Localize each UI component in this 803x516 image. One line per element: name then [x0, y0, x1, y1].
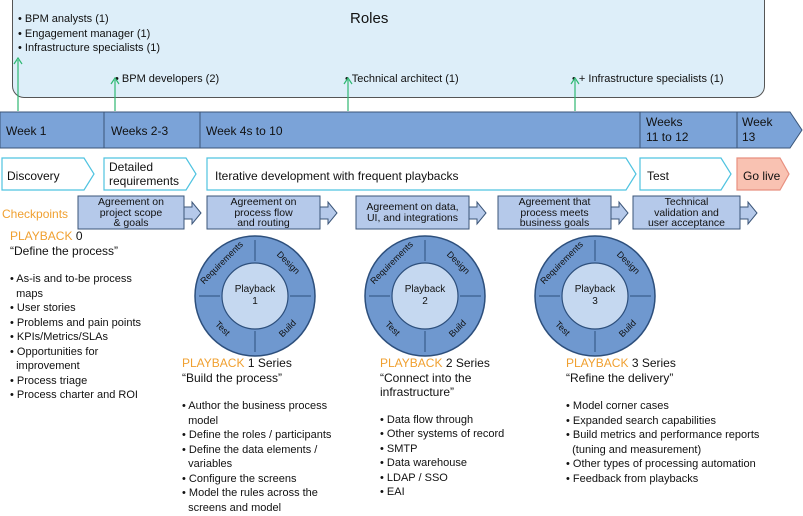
playback-2-block: PLAYBACK 2 Series “Connect into the infr…	[380, 356, 560, 500]
week-13: Week 13	[742, 115, 773, 144]
roles-title: Roles	[350, 10, 389, 27]
playback-bullets: • Model corner cases • Expanded search ca…	[566, 399, 803, 486]
playback-number: 3 Series	[628, 356, 676, 370]
bullet-item: • As-is and to-be process maps	[10, 273, 132, 300]
bullet-item: • Configure the screens	[182, 472, 297, 485]
cycle-center-label: 2	[422, 296, 428, 307]
playback-bullets: • Data flow through • Other systems of re…	[380, 413, 560, 500]
bullet-item: • Define the roles / participants	[182, 429, 332, 441]
bullet-item: • Expanded search capabilities	[566, 414, 716, 427]
checkpoint-boxes	[77, 195, 758, 230]
playback-number: 2 Series	[442, 356, 490, 370]
role-bpm-developers: • BPM developers (2)	[115, 73, 220, 85]
phase-go-live: Go live	[743, 169, 781, 183]
cycle-center-label: Playback	[575, 284, 617, 295]
bullet-item: • Other types of processing automation	[566, 458, 756, 470]
playback-subtitle: “Define the process”	[10, 243, 119, 258]
bullet-item: • EAI	[380, 486, 405, 498]
playback-bullets: • As-is and to-be process maps • User sto…	[10, 272, 180, 403]
role-item: • BPM analysts (1)	[18, 13, 109, 25]
bullet-item: • LDAP / SSO	[380, 471, 448, 484]
bullet-item: • Other systems of record	[380, 428, 505, 440]
role-item: • Infrastructure specialists (1)	[18, 42, 161, 54]
bullet-item: • Problems and pain points	[10, 316, 142, 329]
playback-number: 1 Series	[244, 356, 292, 370]
roles-panel	[12, 0, 765, 98]
playback-subtitle: “Build the process”	[182, 370, 283, 385]
bullet-item: • Data flow through	[380, 413, 474, 426]
checkpoints-label: Checkpoints	[2, 207, 69, 221]
role-technical-architect: • Technical architect (1)	[345, 73, 459, 85]
phase-iterative-development: Iterative development with frequent play…	[215, 169, 459, 183]
playback-bullets: • Author the business process model • Def…	[182, 399, 377, 515]
bullet-item: • Author the business process model	[182, 400, 328, 427]
bullet-item: • Build metrics and performance reports …	[566, 429, 760, 456]
playback-1-block: PLAYBACK 1 Series “Build the process” • …	[182, 356, 377, 515]
cycle-center-label: Playback	[405, 284, 447, 295]
bullet-item: • Model the rules across the screens and…	[182, 487, 318, 514]
role-arrows	[13, 56, 580, 111]
playback-subtitle: “Refine the delivery”	[566, 370, 674, 385]
bullet-item: • Opportunities for improvement	[10, 345, 99, 373]
weeks-2-3: Weeks 2-3	[111, 124, 169, 138]
checkpoint-item: Agreement that process meets business go…	[518, 196, 591, 229]
phase-detailed-requirements: Detailed requirements	[109, 160, 180, 188]
checkpoint-item: Technical validation and user acceptance	[647, 196, 726, 229]
playback-subtitle: “Connect into the infrastructure”	[380, 370, 472, 399]
cycle-center-label: 3	[592, 296, 598, 307]
bullet-item: • SMTP	[380, 442, 418, 455]
playback-0-block: PLAYBACK 0 “Define the process” • As-is …	[10, 229, 180, 403]
cycle-center-label: 1	[252, 296, 258, 307]
bullet-item: • Define the data elements / variables	[182, 443, 318, 471]
bullet-item: • Process triage	[10, 374, 88, 387]
bullet-item: • User stories	[10, 302, 76, 314]
week-bar	[0, 111, 803, 149]
role-infra-specialists: • + Infrastructure specialists (1)	[572, 73, 724, 85]
bullet-item: • Process charter and ROI	[10, 389, 138, 401]
playback-keyword: PLAYBACK	[380, 356, 443, 370]
playback-keyword: PLAYBACK	[10, 229, 73, 243]
bullet-item: • Feedback from playbacks	[566, 472, 699, 485]
weeks-11-12: Weeks 11 to 12	[646, 115, 689, 144]
weeks-4-10: Week 4s to 10	[206, 124, 283, 138]
bullet-item: • Data warehouse	[380, 457, 468, 469]
bullet-item: • Model corner cases	[566, 400, 669, 412]
week-1: Week 1	[6, 124, 47, 138]
checkpoint-item: Agreement on process flow and routing	[230, 196, 297, 229]
checkpoint-item: Agreement on data, UI, and integrations	[366, 201, 459, 224]
role-item: • Engagement manager (1)	[18, 27, 151, 40]
roles-left-list: • BPM analysts (1) • Engagement manager …	[18, 12, 160, 56]
bullet-item: • KPIs/Metrics/SLAs	[10, 331, 108, 343]
playback-keyword: PLAYBACK	[182, 356, 245, 370]
playback-keyword: PLAYBACK	[566, 356, 629, 370]
phase-chevrons	[1, 157, 790, 191]
phase-test: Test	[647, 169, 670, 183]
playback-number: 0	[72, 229, 83, 243]
phase-discovery: Discovery	[7, 169, 60, 183]
checkpoint-item: Agreement on project scope & goals	[98, 196, 164, 229]
playback-3-block: PLAYBACK 3 Series “Refine the delivery” …	[566, 356, 803, 486]
cycle-center-label: Playback	[235, 284, 277, 295]
